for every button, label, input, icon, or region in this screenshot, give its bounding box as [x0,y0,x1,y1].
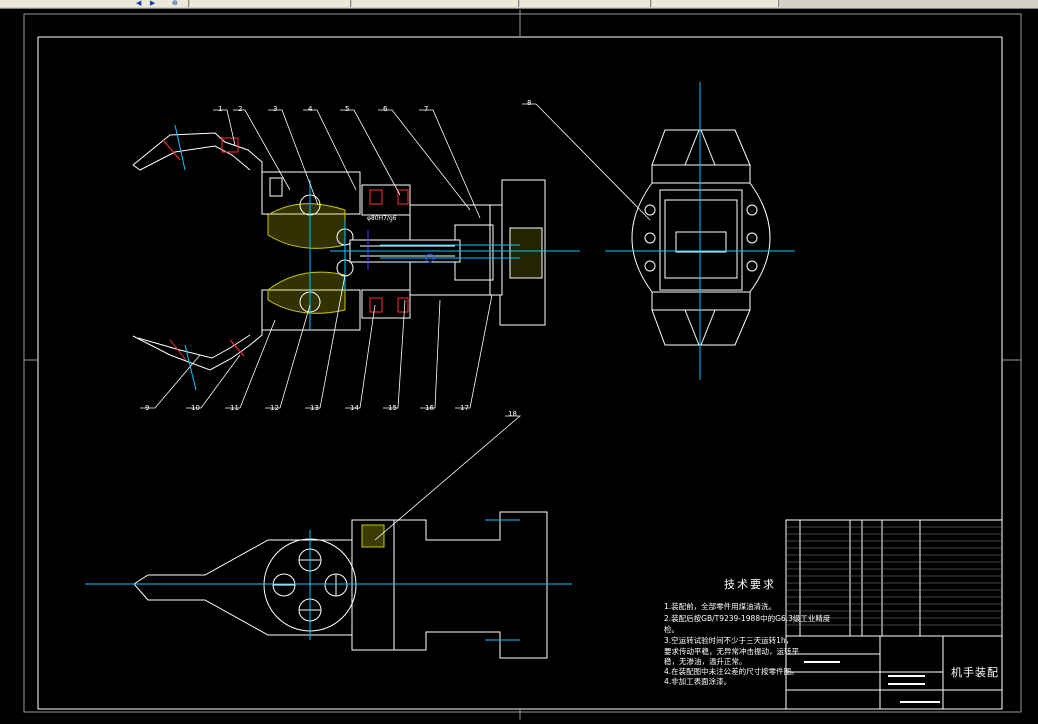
drawing-title: 机手装配 [951,666,999,679]
tech-requirement-line: 稳，无渗油，温升正常。 [664,657,747,666]
part-label: 15 [388,404,397,412]
part-label: 2 [238,105,243,113]
part-label: 6 [383,105,388,113]
part-label: 14 [350,404,359,412]
title-block [785,519,1003,710]
part-label: 3 [273,105,278,113]
part-label: 4 [308,105,313,113]
part-label: 18 [508,410,517,418]
part-label: 10 [191,404,200,412]
center-lines-side [605,82,795,380]
forward-icon[interactable]: ▶ [150,0,156,7]
tech-requirement-line: 3.空运转试验时间不少于三天运转1h， [664,636,794,645]
leader-lines [140,103,651,541]
cad-drawing-canvas[interactable] [0,8,1038,724]
toolbar-segment[interactable] [190,0,351,7]
cad-toolbar: ◀ ▶ ⊕ [0,0,1038,9]
tech-requirements-heading: 技术要求 [724,578,776,591]
part-label: 12 [270,404,279,412]
dimension-note: φ80H7/g6 [367,215,397,222]
toolbar-segment[interactable] [520,0,651,7]
sheet-border [23,10,1022,720]
part-label: 8 [527,99,532,107]
side-view [631,129,771,346]
tech-requirement-line: 1.装配前，全部零件用煤油清洗。 [664,602,777,611]
back-icon[interactable]: ◀ [136,0,142,7]
part-label: 1 [218,105,223,113]
part-label: 7 [424,105,429,113]
tech-requirement-line: 2.装配后按GB/T9239-1988中的G6.3级工业精度 [664,614,831,623]
part-label: 5 [345,105,350,113]
part-label: 11 [230,404,239,412]
part-label: 17 [460,404,469,412]
zoom-icon[interactable]: ⊕ [172,0,178,7]
front-section-view [132,132,546,371]
tech-requirement-line: 要求传动平稳，无异常冲击振动，运转平 [664,647,799,656]
top-view [133,511,548,659]
tech-requirement-line: 检。 [664,625,679,634]
part-label: 9 [145,404,150,412]
part-label: 16 [425,404,434,412]
part-label: 13 [310,404,319,412]
tech-requirement-line: 4.在装配图中未注公差的尺寸按零件图。 [664,667,799,676]
toolbar-segment[interactable] [0,0,189,7]
tech-requirement-line: 4.非加工表面涂漆。 [664,677,732,686]
center-lines-top [85,519,572,641]
toolbar-segment[interactable] [652,0,779,7]
toolbar-segment[interactable] [352,0,519,7]
